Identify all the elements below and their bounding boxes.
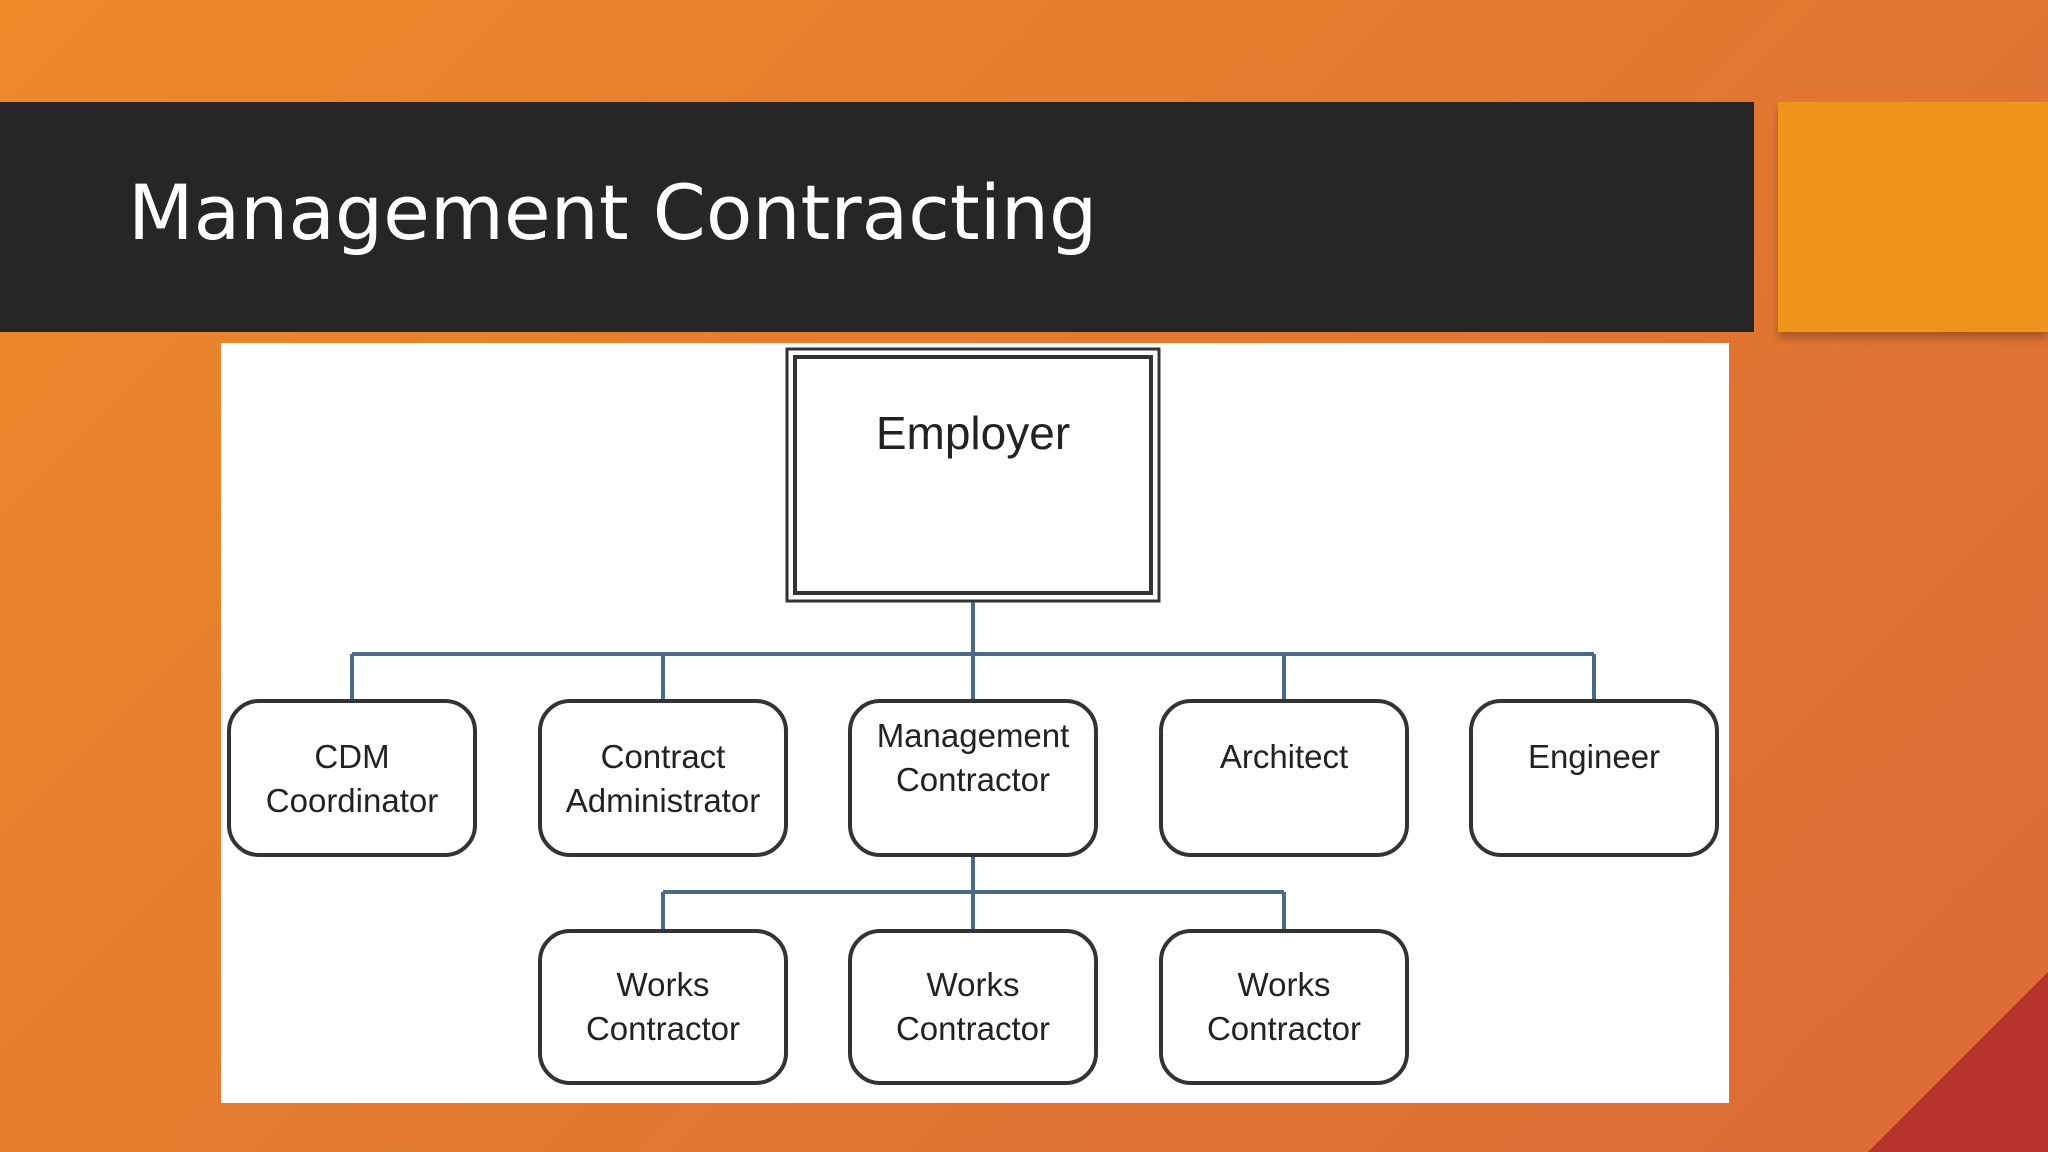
org-chart-panel: Employer CDM Coordinator Contract Admini… bbox=[221, 343, 1729, 1103]
node-box-engineer bbox=[1469, 699, 1719, 857]
node-label-contract-admin: Contract Administrator bbox=[565, 738, 761, 819]
node-box-contract-admin bbox=[538, 699, 788, 857]
title-bar bbox=[0, 102, 1754, 332]
corner-accent bbox=[1868, 972, 2048, 1152]
node-label-cdm: CDM Coordinator bbox=[265, 738, 439, 819]
node-label-engineer: Engineer bbox=[1527, 738, 1661, 775]
node-label-works-3: Works Contractor bbox=[1206, 966, 1362, 1047]
employer-box bbox=[793, 355, 1153, 595]
node-box-management bbox=[848, 699, 1098, 857]
node-box-works-3 bbox=[1159, 929, 1409, 1085]
node-label-architect: Architect bbox=[1219, 738, 1349, 775]
node-box-cdm bbox=[227, 699, 477, 857]
org-chart-connectors bbox=[227, 347, 1719, 1085]
node-label-works-1: Works Contractor bbox=[585, 966, 741, 1047]
employer-label: Employer bbox=[875, 407, 1071, 459]
slide-title: Management Contracting bbox=[128, 168, 1098, 257]
node-label-works-2: Works Contractor bbox=[895, 966, 1051, 1047]
node-box-works-1 bbox=[538, 929, 788, 1085]
node-label-management: Management Contractor bbox=[876, 717, 1070, 798]
accent-block bbox=[1778, 102, 2048, 332]
node-box-architect bbox=[1159, 699, 1409, 857]
node-box-works-2 bbox=[848, 929, 1098, 1085]
